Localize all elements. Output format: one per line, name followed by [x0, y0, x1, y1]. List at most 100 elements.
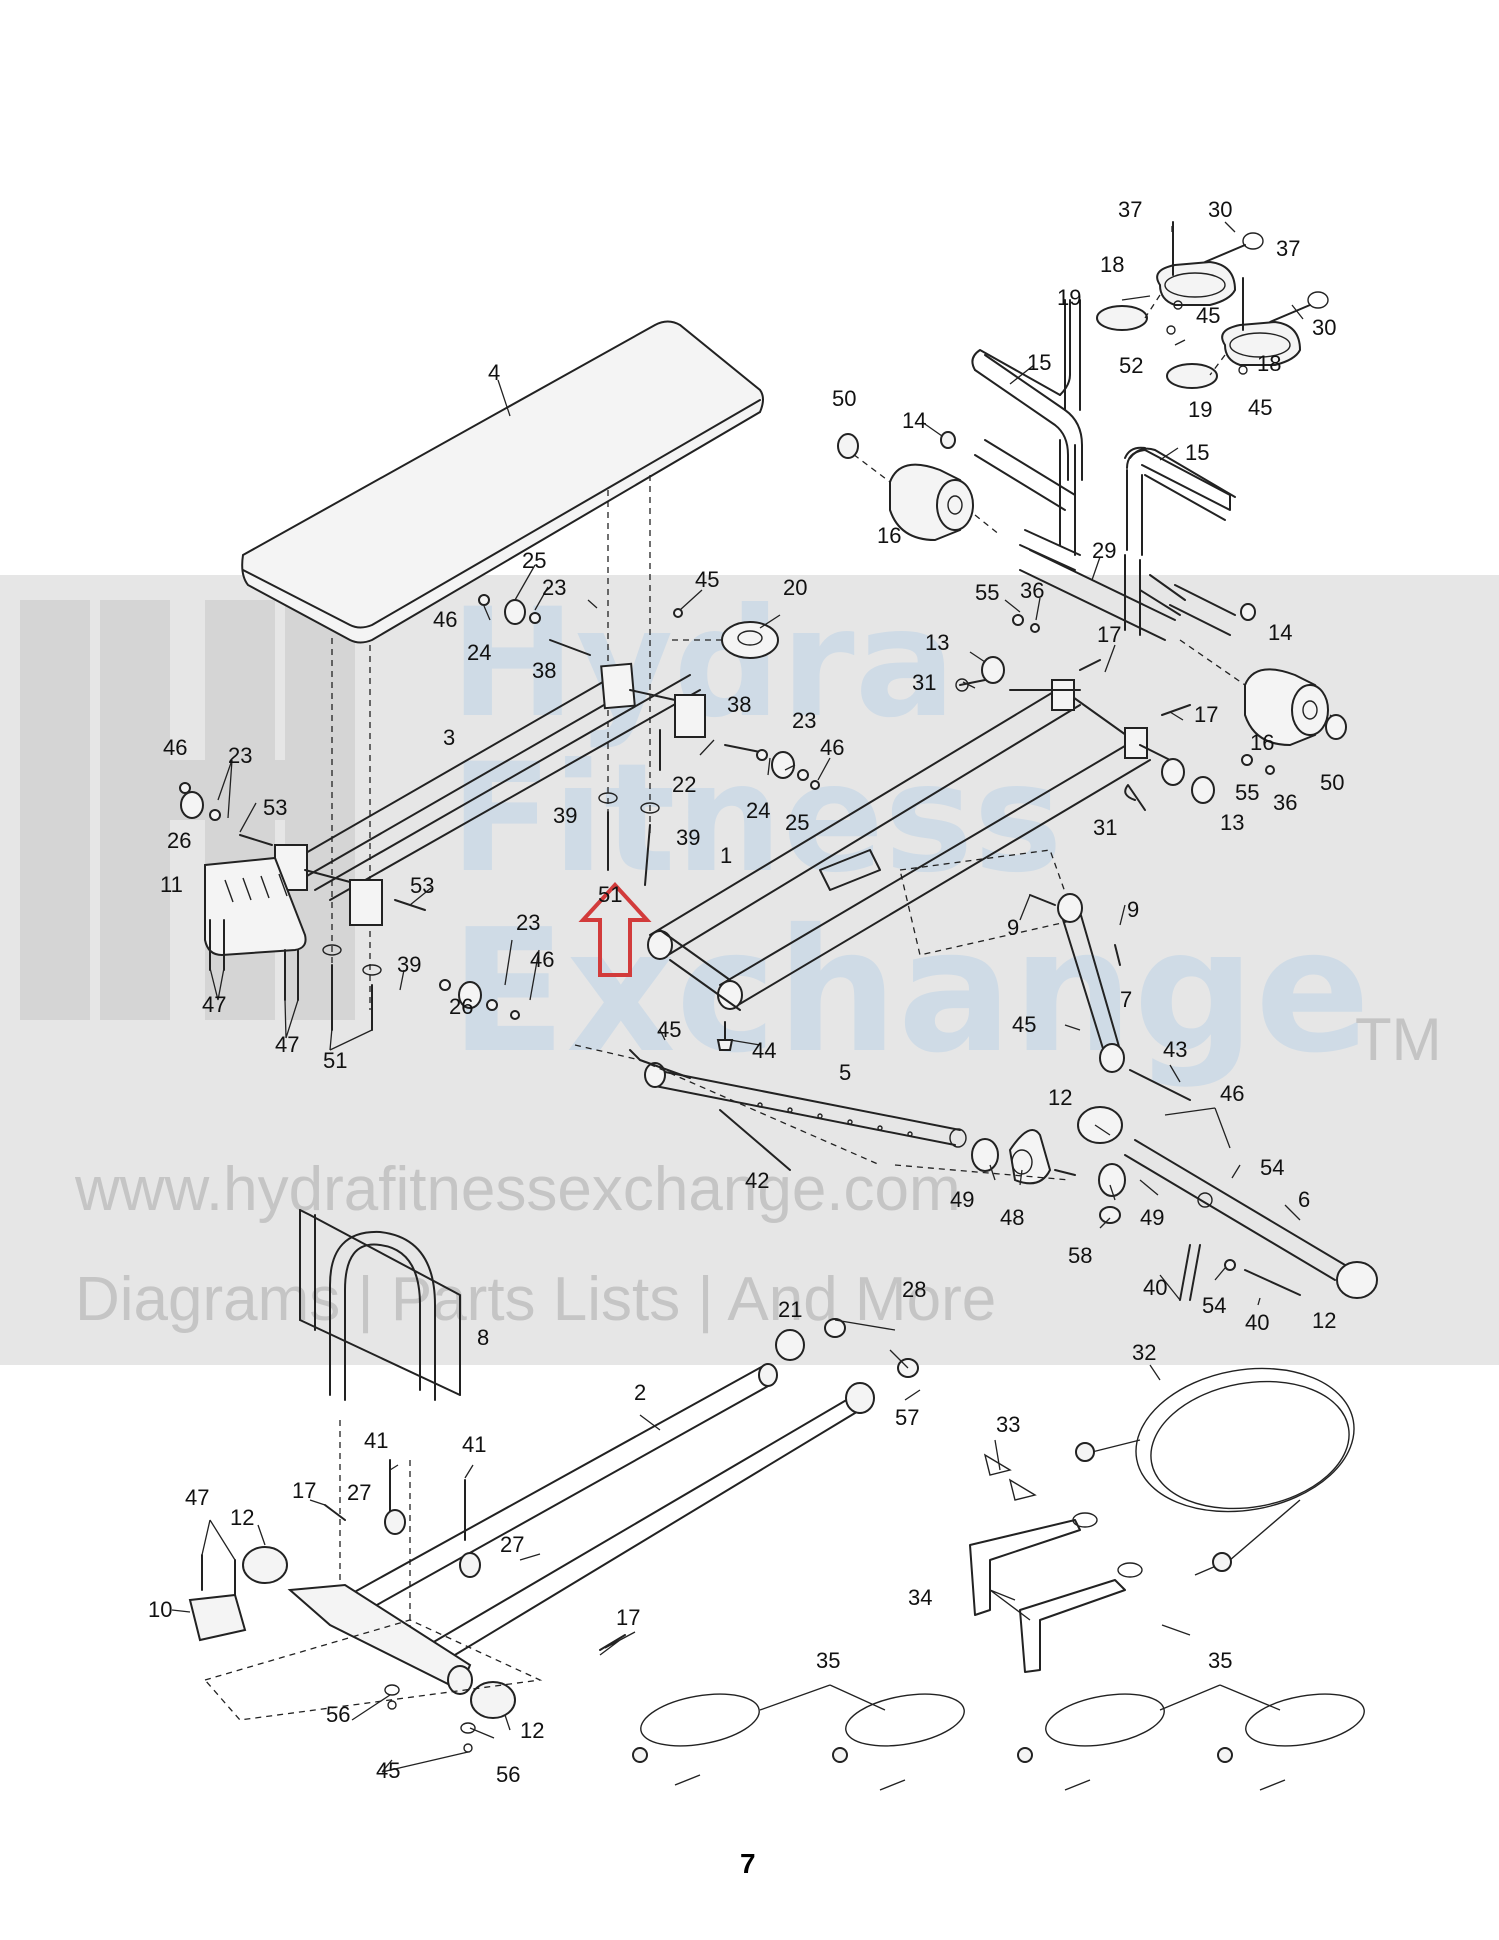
- seat-pad: [241, 320, 764, 1010]
- callout-25b: 25: [785, 810, 809, 835]
- callout-45f: 45: [376, 1758, 400, 1783]
- callout-13b: 13: [1220, 810, 1244, 835]
- callout-54a: 54: [1260, 1155, 1284, 1180]
- callout-4: 4: [488, 360, 500, 385]
- callout-44: 44: [752, 1038, 776, 1063]
- callout-22: 22: [672, 772, 696, 797]
- watermark-brand-line2: Fitness: [450, 732, 1063, 906]
- callout-45b: 45: [1248, 395, 1272, 420]
- callout-26b: 26: [449, 994, 473, 1019]
- callout-5: 5: [839, 1060, 851, 1085]
- seat-frame: [274, 662, 706, 926]
- callout-6: 6: [1298, 1187, 1310, 1212]
- callout-37a: 37: [1118, 197, 1142, 222]
- callout-55a: 55: [975, 580, 999, 605]
- callout-15a: 15: [1027, 350, 1051, 375]
- callout-39b: 39: [676, 825, 700, 850]
- end-cap-14-top: [940, 431, 956, 449]
- hardware-right-seat: [394, 744, 820, 1020]
- callout-8: 8: [477, 1325, 489, 1350]
- front-foot-11: [204, 856, 307, 957]
- callout-36b: 36: [1273, 790, 1297, 815]
- frame-hardware: [716, 614, 1275, 1051]
- callout-39a: 39: [553, 803, 577, 828]
- callout-27b: 27: [500, 1532, 524, 1557]
- callout-38a: 38: [532, 658, 556, 683]
- callout-23b: 23: [228, 743, 252, 768]
- page-number: 7: [740, 1848, 756, 1879]
- callout-14a: 14: [902, 408, 926, 433]
- callout-47a: 47: [202, 992, 226, 1017]
- callout-19b: 19: [1188, 397, 1212, 422]
- foam-roller-left: [844, 447, 1001, 542]
- callout-32: 32: [1132, 1340, 1156, 1365]
- callout-14b: 14: [1268, 620, 1292, 645]
- callout-37b: 37: [1276, 236, 1300, 261]
- callout-11: 11: [160, 872, 183, 897]
- callout-10: 10: [148, 1597, 172, 1622]
- callout-54b: 54: [1202, 1293, 1226, 1318]
- callout-47b: 47: [275, 1032, 299, 1057]
- callout-1: 1: [720, 843, 732, 868]
- callout-36a: 36: [1020, 578, 1044, 603]
- callout-9a: 9: [1007, 915, 1019, 940]
- seat-bolts: [209, 792, 660, 1031]
- callout-39c: 39: [397, 952, 421, 977]
- watermark-brand-line3: Exchange: [450, 893, 1370, 1091]
- main-frame: [647, 679, 1171, 1011]
- callout-21: 21: [778, 1297, 802, 1322]
- callout-55b: 55: [1235, 780, 1259, 805]
- bracket-8: [299, 1209, 461, 1640]
- pulley-20: [672, 621, 779, 659]
- handles-34: [969, 1512, 1143, 1673]
- callout-49b: 49: [1140, 1205, 1164, 1230]
- callout-16a: 16: [877, 523, 901, 548]
- callout-24b: 24: [746, 798, 770, 823]
- callout-56b: 56: [496, 1762, 520, 1787]
- callout-23a: 23: [542, 575, 566, 600]
- callout-28: 28: [902, 1277, 926, 1302]
- end-cap-50-top: [837, 433, 859, 459]
- callout-25a: 25: [522, 548, 546, 573]
- watermark-trademark: TM: [1355, 1006, 1442, 1073]
- leader-lines: [171, 221, 1304, 1773]
- locator-arrow-icon: [578, 882, 652, 977]
- callout-17b: 17: [1194, 702, 1218, 727]
- callout-45e: 45: [657, 1017, 681, 1042]
- callout-49a: 49: [950, 1187, 974, 1212]
- callout-2: 2: [634, 1380, 646, 1405]
- callout-13a: 13: [925, 630, 949, 655]
- base-assembly: [188, 1318, 919, 1753]
- callout-45a: 45: [1196, 303, 1220, 328]
- callout-18b: 18: [1257, 351, 1281, 376]
- callout-41a: 41: [364, 1428, 388, 1453]
- callout-46a: 46: [433, 607, 457, 632]
- callout-27a: 27: [347, 1480, 371, 1505]
- callout-7: 7: [1120, 987, 1132, 1012]
- callout-41b: 41: [462, 1432, 486, 1457]
- callout-58: 58: [1068, 1243, 1092, 1268]
- callout-31b: 31: [1093, 815, 1117, 840]
- callout-48: 48: [1000, 1205, 1024, 1230]
- callout-15b: 15: [1185, 440, 1209, 465]
- callout-45d: 45: [1012, 1012, 1036, 1037]
- callout-12c: 12: [230, 1505, 254, 1530]
- callout-46c: 46: [820, 735, 844, 760]
- callout-40b: 40: [1245, 1310, 1269, 1335]
- tube-6: [894, 1106, 1378, 1301]
- callout-45c: 45: [695, 567, 719, 592]
- callout-16b: 16: [1250, 730, 1274, 755]
- callout-18a: 18: [1100, 252, 1124, 277]
- watermark-url: www.hydrafitnessexchange.com: [74, 1155, 961, 1224]
- callout-9b: 9: [1127, 897, 1139, 922]
- callout-3: 3: [443, 725, 455, 750]
- end-cap-14-right: [1240, 603, 1256, 621]
- callout-38b: 38: [727, 692, 751, 717]
- pulley-assembly-top: [1096, 221, 1329, 389]
- callout-51b: 51: [323, 1048, 347, 1073]
- callout-46d: 46: [530, 947, 554, 972]
- callout-12a: 12: [1048, 1085, 1072, 1110]
- callout-53b: 53: [410, 873, 434, 898]
- callout-26a: 26: [167, 828, 191, 853]
